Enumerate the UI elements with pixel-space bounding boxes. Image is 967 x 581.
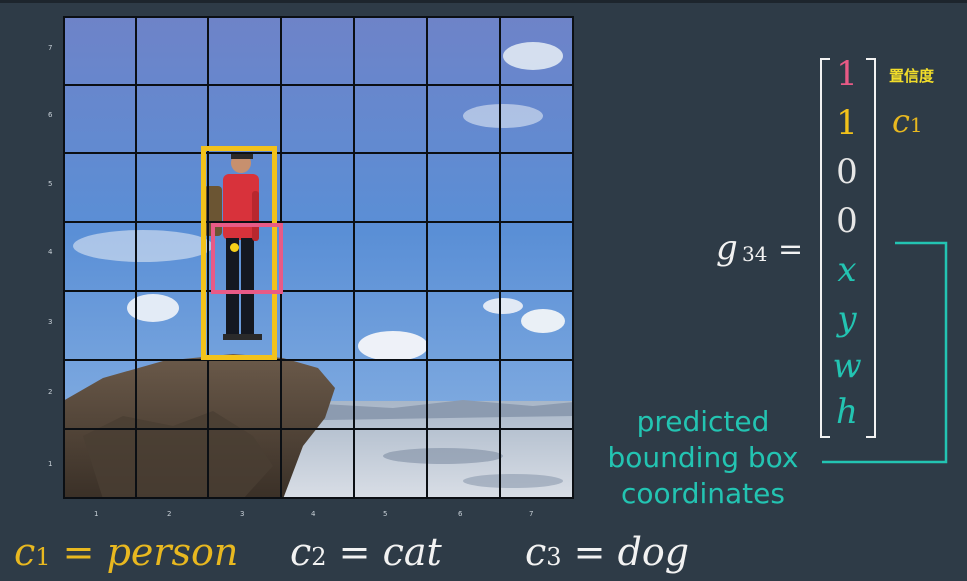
y-axis-label: 5 <box>48 180 53 188</box>
c1-side-label: c1 <box>892 102 923 140</box>
class-equals: = <box>50 530 107 574</box>
grid-line-vertical <box>135 16 137 499</box>
grid-line-horizontal <box>63 221 574 223</box>
x-axis-label: 2 <box>167 510 172 518</box>
vector-confidence: 1 <box>836 54 858 94</box>
grid-line-vertical <box>499 16 501 499</box>
vector-c2: 0 <box>836 152 858 192</box>
y-axis-label: 7 <box>48 44 53 52</box>
grid-line-vertical <box>572 16 574 499</box>
grid-line-horizontal <box>63 16 574 18</box>
class-definition-dog: c3 = dog <box>525 530 689 574</box>
vector-c1: 1 <box>836 103 858 143</box>
grid-line-horizontal <box>63 152 574 154</box>
vector-x: x <box>837 250 857 290</box>
class-name: dog <box>617 530 690 574</box>
equals-sign: = <box>778 232 804 267</box>
grid-line-vertical <box>426 16 428 499</box>
class-subscript: 3 <box>546 543 562 571</box>
c1-letter: c <box>892 102 910 140</box>
y-axis-label: 4 <box>48 248 53 256</box>
grid-line-vertical <box>353 16 355 499</box>
x-axis-label: 1 <box>94 510 99 518</box>
annotation-line: predicted <box>636 405 770 438</box>
grid-line-vertical <box>207 16 209 499</box>
x-axis-label: 4 <box>311 510 316 518</box>
y-axis-label: 6 <box>48 111 53 119</box>
class-subscript: 1 <box>35 543 51 571</box>
grid-line-vertical <box>63 16 65 499</box>
grid-line-horizontal <box>63 290 574 292</box>
left-bracket <box>820 58 830 438</box>
top-edge-bar <box>0 0 967 3</box>
confidence-label: 置信度 <box>889 67 935 85</box>
y-axis-label: 1 <box>48 460 53 468</box>
class-name: cat <box>382 530 442 574</box>
class-var: c <box>525 530 547 574</box>
class-definition-person: c1 = person <box>14 530 238 574</box>
y-axis-label: 2 <box>48 388 53 396</box>
grid-line-horizontal <box>63 84 574 86</box>
vector-c3: 0 <box>836 201 858 241</box>
grid-line-horizontal <box>63 497 574 499</box>
class-subscript: 2 <box>311 543 327 571</box>
class-equals: = <box>326 530 383 574</box>
grid-line-horizontal <box>63 359 574 361</box>
vector-w: w <box>832 346 862 386</box>
x-axis-label: 6 <box>458 510 463 518</box>
x-axis-label: 5 <box>383 510 388 518</box>
x-axis-label: 3 <box>240 510 245 518</box>
vector-y: y <box>837 299 857 339</box>
vector-label: g <box>716 228 738 268</box>
hiker-photo <box>63 16 574 499</box>
photo-scene <box>63 16 574 499</box>
class-var: c <box>14 530 36 574</box>
object-bounding-box <box>201 146 277 360</box>
annotation-line: bounding box <box>607 441 799 474</box>
object-center-point <box>230 243 239 252</box>
c1-subscript: 1 <box>909 113 923 137</box>
bounding-box-bracket-line <box>822 241 948 464</box>
class-var: c <box>290 530 312 574</box>
class-name: person <box>106 530 239 574</box>
bounding-box-annotation: predicted bounding box coordinates <box>600 404 806 512</box>
annotation-line: coordinates <box>621 477 785 510</box>
x-axis-label: 7 <box>529 510 534 518</box>
right-bracket <box>866 58 876 438</box>
grid-line-horizontal <box>63 428 574 430</box>
y-axis-label: 3 <box>48 318 53 326</box>
class-definition-cat: c2 = cat <box>290 530 442 574</box>
grid-cell-highlight <box>211 223 283 294</box>
vector-subscript: 34 <box>742 242 768 266</box>
vector-h: h <box>836 392 858 432</box>
class-equals: = <box>561 530 618 574</box>
